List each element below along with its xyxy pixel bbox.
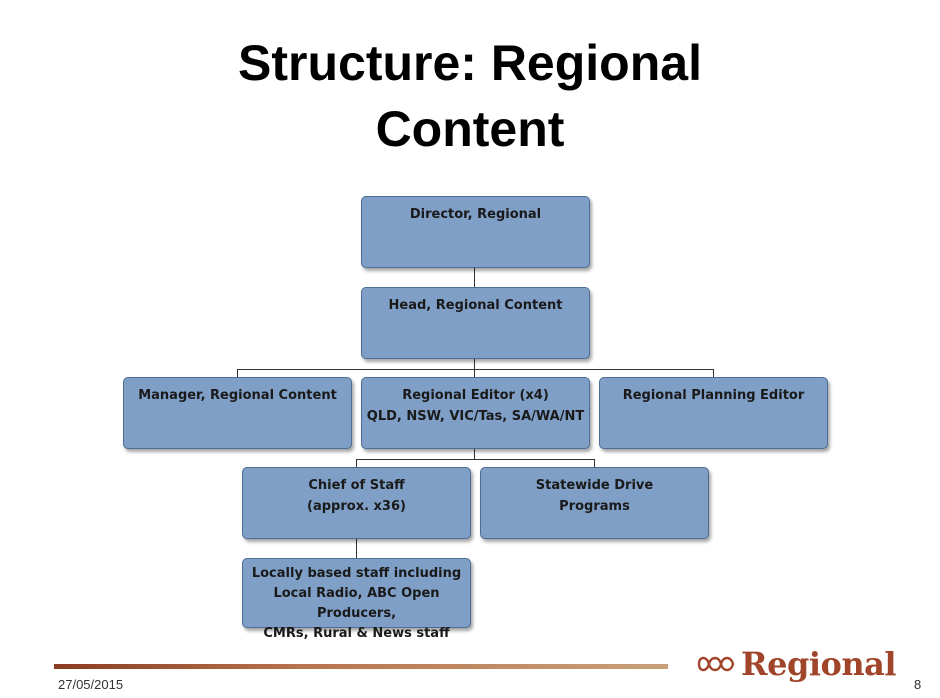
connector-to-chief (356, 459, 357, 468)
footer-divider (54, 664, 668, 669)
connector-director-head (474, 268, 475, 288)
org-box-regional-editor: Regional Editor (x4) QLD, NSW, VIC/Tas, … (361, 377, 590, 449)
chief-of-staff-count: (approx. x36) (307, 499, 406, 514)
connector-chief-local (356, 539, 357, 559)
org-box-director: Director, Regional (361, 196, 590, 268)
manager-label: Manager, Regional Content (138, 388, 337, 403)
title-line-1: Structure: Regional (238, 35, 702, 91)
org-box-chief-of-staff: Chief of Staff (approx. x36) (242, 467, 471, 539)
org-box-manager: Manager, Regional Content (123, 377, 352, 449)
local-staff-line-3: CMRs, Rural & News staff (263, 626, 450, 641)
connector-head-down (474, 358, 475, 369)
footer-date: 27/05/2015 (58, 677, 124, 692)
org-box-statewide: Statewide Drive Programs (480, 467, 709, 539)
abc-logo-icon (697, 656, 735, 672)
local-staff-line-2: Local Radio, ABC Open Producers, (273, 586, 440, 621)
logo-text: Regional (741, 645, 896, 683)
connector-to-manager (237, 369, 238, 378)
title-line-2: Content (375, 101, 565, 157)
chief-of-staff-label: Chief of Staff (308, 478, 405, 493)
regional-editor-label: Regional Editor (x4) (402, 388, 549, 403)
connector-to-statewide (594, 459, 595, 468)
page-number: 8 (914, 677, 922, 692)
org-box-planning-editor: Regional Planning Editor (599, 377, 828, 449)
regional-editor-states: QLD, NSW, VIC/Tas, SA/WA/NT (366, 409, 585, 424)
org-box-local-staff: Locally based staff including Local Radi… (242, 558, 471, 641)
statewide-label-2: Programs (559, 499, 630, 514)
director-label: Director, Regional (409, 207, 542, 222)
local-staff-line-1: Locally based staff including (251, 566, 462, 581)
head-label: Head, Regional Content (388, 298, 563, 313)
connector-horizontal-level4 (356, 459, 595, 460)
connector-to-planning (713, 369, 714, 378)
org-box-head: Head, Regional Content (361, 287, 590, 359)
planning-editor-label: Regional Planning Editor (622, 388, 805, 403)
abc-regional-logo: Regional (697, 644, 896, 684)
statewide-label-1: Statewide Drive (535, 478, 654, 493)
connector-horizontal-level3 (237, 369, 714, 370)
connector-editor-down (474, 448, 475, 459)
connector-to-editor (474, 369, 475, 378)
slide-title: Structure: Regional Content (0, 30, 940, 162)
